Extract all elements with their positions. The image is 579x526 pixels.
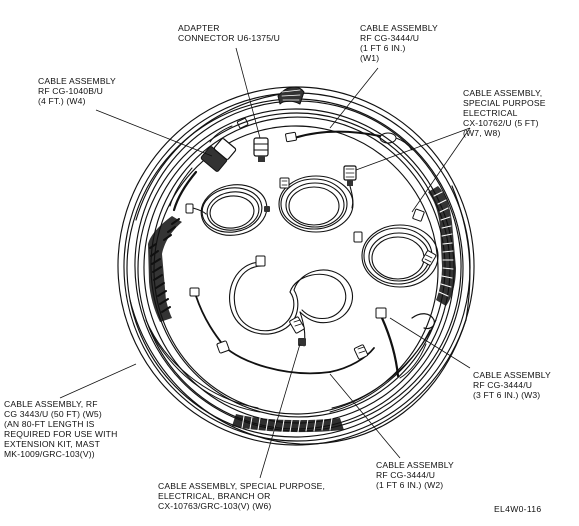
leader-w3 — [389, 317, 471, 369]
callout-line: CABLE ASSEMBLY, SPECIAL PURPOSE, — [158, 481, 326, 491]
callout-line: ELECTRICAL, BRANCH OR — [158, 491, 271, 501]
callout-line: SPECIAL PURPOSE — [463, 98, 546, 108]
callout-line: (1 FT 6 IN.) (W2) — [376, 480, 444, 490]
callout-line: RF CG-1040B/U — [38, 86, 103, 96]
callout-cable-w2: CABLE ASSEMBLY RF CG-3444/U (1 FT 6 IN.)… — [376, 460, 454, 490]
leader-w1 — [329, 67, 379, 129]
spiral-wrap-right — [428, 186, 456, 306]
cable-w2 — [189, 287, 375, 375]
callout-line: (W1) — [360, 53, 380, 63]
callout-line: ADAPTER — [178, 23, 220, 33]
callout-adapter-connector: ADAPTER CONNECTOR U6-1375/U — [178, 23, 280, 43]
callout-line: CG 3443/U (50 FT) (W5) — [4, 409, 102, 419]
callout-line: ELECTRICAL — [463, 108, 518, 118]
small-connector-top — [209, 117, 249, 143]
callout-line: (1 FT 6 IN.) — [360, 43, 406, 53]
callout-line: CABLE ASSEMBLY — [376, 460, 454, 470]
callout-line: CONNECTOR U6-1375/U — [178, 33, 281, 43]
coil-left-inner — [200, 184, 268, 236]
leader-w6 — [259, 343, 301, 479]
callout-line: (W7, W8) — [463, 128, 501, 138]
leader-w2 — [329, 373, 401, 459]
callout-cable-w4: CABLE ASSEMBLY RF CG-1040B/U (4 FT.) (W4… — [38, 76, 116, 106]
leader-adapter — [235, 47, 261, 139]
figure-code: EL4W0-116 — [494, 504, 542, 514]
callout-cable-w7-w8: CABLE ASSEMBLY, SPECIAL PURPOSE ELECTRIC… — [463, 88, 546, 138]
callout-line: (4 FT.) (W4) — [38, 96, 86, 106]
cable-w3 — [375, 307, 435, 379]
connector-w7 — [343, 165, 357, 209]
cable-w1 — [285, 130, 413, 151]
callout-line: (3 FT 6 IN.) (W3) — [473, 390, 541, 400]
callout-line: CABLE ASSEMBLY, RF — [4, 399, 98, 409]
connector-w4 — [169, 138, 237, 212]
leader-lines — [59, 47, 471, 479]
callout-line: RF CG-3444/U — [360, 33, 420, 43]
coil-right-connectors — [353, 208, 437, 266]
callout-line: RF CG-3444/U — [473, 380, 533, 390]
callout-cable-w3: CABLE ASSEMBLY RF CG-3444/U (3 FT 6 IN.)… — [473, 370, 551, 400]
w6-connectors — [255, 255, 306, 346]
leader-w4 — [95, 109, 213, 157]
callout-line: (AN 80-FT LENGTH IS — [4, 419, 95, 429]
callout-line: CABLE ASSEMBLY, — [463, 88, 543, 98]
spiral-wrap-bottom-ridges — [241, 415, 333, 433]
callout-cable-w6: CABLE ASSEMBLY, SPECIAL PURPOSE, ELECTRI… — [158, 481, 325, 511]
coil-center-inner — [278, 175, 354, 233]
callout-line: CABLE ASSEMBLY — [360, 23, 438, 33]
callout-line: CABLE ASSEMBLY — [38, 76, 116, 86]
callout-line: MK-1009/GRC-103(V)) — [4, 449, 95, 459]
callout-line: CABLE ASSEMBLY — [473, 370, 551, 380]
callout-line: EXTENSION KIT, MAST — [4, 439, 100, 449]
spiral-wrap-right-ridges — [433, 191, 454, 297]
cable-w6-branch — [229, 261, 354, 347]
coil-center-connector — [279, 177, 290, 189]
leader-w5 — [59, 363, 137, 399]
callout-cable-w5: CABLE ASSEMBLY, RF CG 3443/U (50 FT) (W5… — [4, 399, 117, 459]
leader-w8 — [411, 127, 471, 213]
callout-line: CX-10763/GRC-103(V) (W6) — [158, 501, 272, 511]
callout-line: CX-10762/U (5 FT) — [463, 118, 539, 128]
coil-left-connector — [185, 203, 270, 215]
callout-line: RF CG-3444/U — [376, 470, 436, 480]
leader-w7 — [355, 127, 471, 171]
adapter-connector — [253, 137, 269, 162]
callout-cable-w1: CABLE ASSEMBLY RF CG-3444/U (1 FT 6 IN.)… — [360, 23, 438, 63]
callout-line: REQUIRED FOR USE WITH — [4, 429, 118, 439]
interior-strands — [145, 319, 437, 413]
spiral-wrap-left-fill — [148, 216, 182, 322]
connector-top-right — [277, 86, 305, 105]
